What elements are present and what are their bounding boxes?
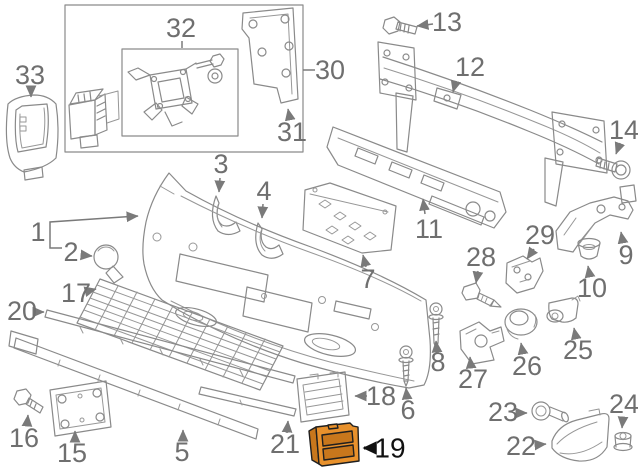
part-label-5[interactable]: 5 <box>174 437 189 467</box>
part-22-drawing <box>551 408 610 462</box>
part-23-drawing <box>531 401 569 423</box>
part-11-drawing <box>326 126 507 229</box>
part-label-13[interactable]: 13 <box>432 7 462 37</box>
part-21-drawing <box>198 386 297 417</box>
part-label-26[interactable]: 26 <box>512 351 542 381</box>
part-label-4[interactable]: 4 <box>256 176 271 206</box>
part-label-29[interactable]: 29 <box>525 220 555 250</box>
part-24-drawing <box>613 431 633 452</box>
part-19-drawing-highlighted[interactable] <box>308 422 360 467</box>
callout-31[interactable]: 31 <box>277 108 307 147</box>
callout-3[interactable]: 3 <box>213 149 229 193</box>
callout-6[interactable]: 6 <box>400 387 416 425</box>
part-26-drawing <box>504 308 538 340</box>
callout-25[interactable]: 25 <box>563 327 593 365</box>
part-label-8[interactable]: 8 <box>430 347 445 377</box>
part-label-1[interactable]: 1 <box>30 217 45 247</box>
callout-1[interactable]: 1 <box>30 211 139 249</box>
part-label-28[interactable]: 28 <box>466 242 496 272</box>
part-label-7[interactable]: 7 <box>360 264 375 294</box>
part-13-drawing <box>382 16 418 35</box>
part-label-6[interactable]: 6 <box>400 395 415 425</box>
part-label-23[interactable]: 23 <box>488 397 518 427</box>
callout-4[interactable]: 4 <box>256 176 272 219</box>
part-label-2[interactable]: 2 <box>63 237 78 267</box>
callout-13[interactable]: 13 <box>416 7 462 37</box>
callout-7[interactable]: 7 <box>360 254 376 294</box>
callout-11[interactable]: 11 <box>415 198 443 244</box>
part-32-drawing <box>64 4 304 153</box>
part-label-30[interactable]: 30 <box>315 55 345 85</box>
callout-5[interactable]: 5 <box>174 429 190 467</box>
part-10-drawing <box>577 237 601 260</box>
part-label-12[interactable]: 12 <box>455 52 485 82</box>
callout-26[interactable]: 26 <box>512 342 542 381</box>
part-27-drawing <box>459 321 505 365</box>
callout-9[interactable]: 9 <box>617 231 634 270</box>
part-2-drawing <box>93 244 124 284</box>
callout-2[interactable]: 2 <box>63 237 93 267</box>
callout-24[interactable]: 24 <box>609 389 638 429</box>
callout-21[interactable]: 21 <box>270 420 300 459</box>
callout-18[interactable]: 18 <box>354 381 396 411</box>
callout-8[interactable]: 8 <box>430 340 446 377</box>
callout-27[interactable]: 27 <box>458 356 488 394</box>
part-label-3[interactable]: 3 <box>213 149 228 179</box>
part-6-drawing <box>398 345 414 387</box>
callout-30[interactable]: 30 <box>303 55 345 85</box>
part-15-drawing <box>49 380 112 437</box>
part-label-17[interactable]: 17 <box>61 278 91 308</box>
part-9-drawing <box>555 184 637 253</box>
part-12-drawing <box>377 41 608 207</box>
part-label-11[interactable]: 11 <box>415 214 443 244</box>
part-label-14[interactable]: 14 <box>609 115 638 145</box>
part-28-drawing <box>461 282 502 308</box>
part-label-19[interactable]: 19 <box>374 433 405 464</box>
callout-15[interactable]: 15 <box>57 430 87 467</box>
part-label-24[interactable]: 24 <box>609 389 638 419</box>
part-label-33[interactable]: 33 <box>15 60 45 90</box>
callout-17[interactable]: 17 <box>61 278 97 308</box>
part-label-27[interactable]: 27 <box>458 364 488 394</box>
part-14-drawing <box>595 157 631 180</box>
part-label-31[interactable]: 31 <box>277 117 307 147</box>
part-label-10[interactable]: 10 <box>577 273 607 303</box>
part-label-15[interactable]: 15 <box>57 438 87 467</box>
callout-12[interactable]: 12 <box>450 52 485 93</box>
callout-20[interactable]: 20 <box>7 296 45 326</box>
callout-33[interactable]: 33 <box>15 60 45 98</box>
part-7-drawing <box>302 182 397 254</box>
part-label-16[interactable]: 16 <box>9 423 39 453</box>
callout-16[interactable]: 16 <box>9 414 39 453</box>
callout-28[interactable]: 28 <box>466 242 496 284</box>
part-33-drawing <box>5 94 59 181</box>
part-label-21[interactable]: 21 <box>270 429 300 459</box>
part-label-20[interactable]: 20 <box>7 296 37 326</box>
callout-29[interactable]: 29 <box>525 220 555 260</box>
part-label-9[interactable]: 9 <box>618 240 633 270</box>
part-label-18[interactable]: 18 <box>366 381 396 411</box>
part-3-drawing <box>211 195 241 236</box>
callout-23[interactable]: 23 <box>488 397 528 427</box>
part-5-drawing <box>8 330 259 440</box>
part-18-drawing <box>296 371 350 423</box>
part-30-31-drawing <box>241 7 299 104</box>
part-20-drawing <box>44 309 296 384</box>
callout-32[interactable]: 32 <box>166 13 196 48</box>
part-29-drawing <box>505 255 544 294</box>
part-label-32[interactable]: 32 <box>166 13 196 43</box>
callout-22[interactable]: 22 <box>506 431 547 461</box>
part-label-22[interactable]: 22 <box>506 431 536 461</box>
part-25-drawing <box>546 295 581 323</box>
callout-14[interactable]: 14 <box>609 115 638 155</box>
part-16-drawing <box>13 388 44 414</box>
part-17-drawing <box>76 278 284 391</box>
part-label-25[interactable]: 25 <box>563 335 593 365</box>
callout-19-selected[interactable]: 19 <box>362 433 406 464</box>
callout-10[interactable]: 10 <box>577 265 607 303</box>
